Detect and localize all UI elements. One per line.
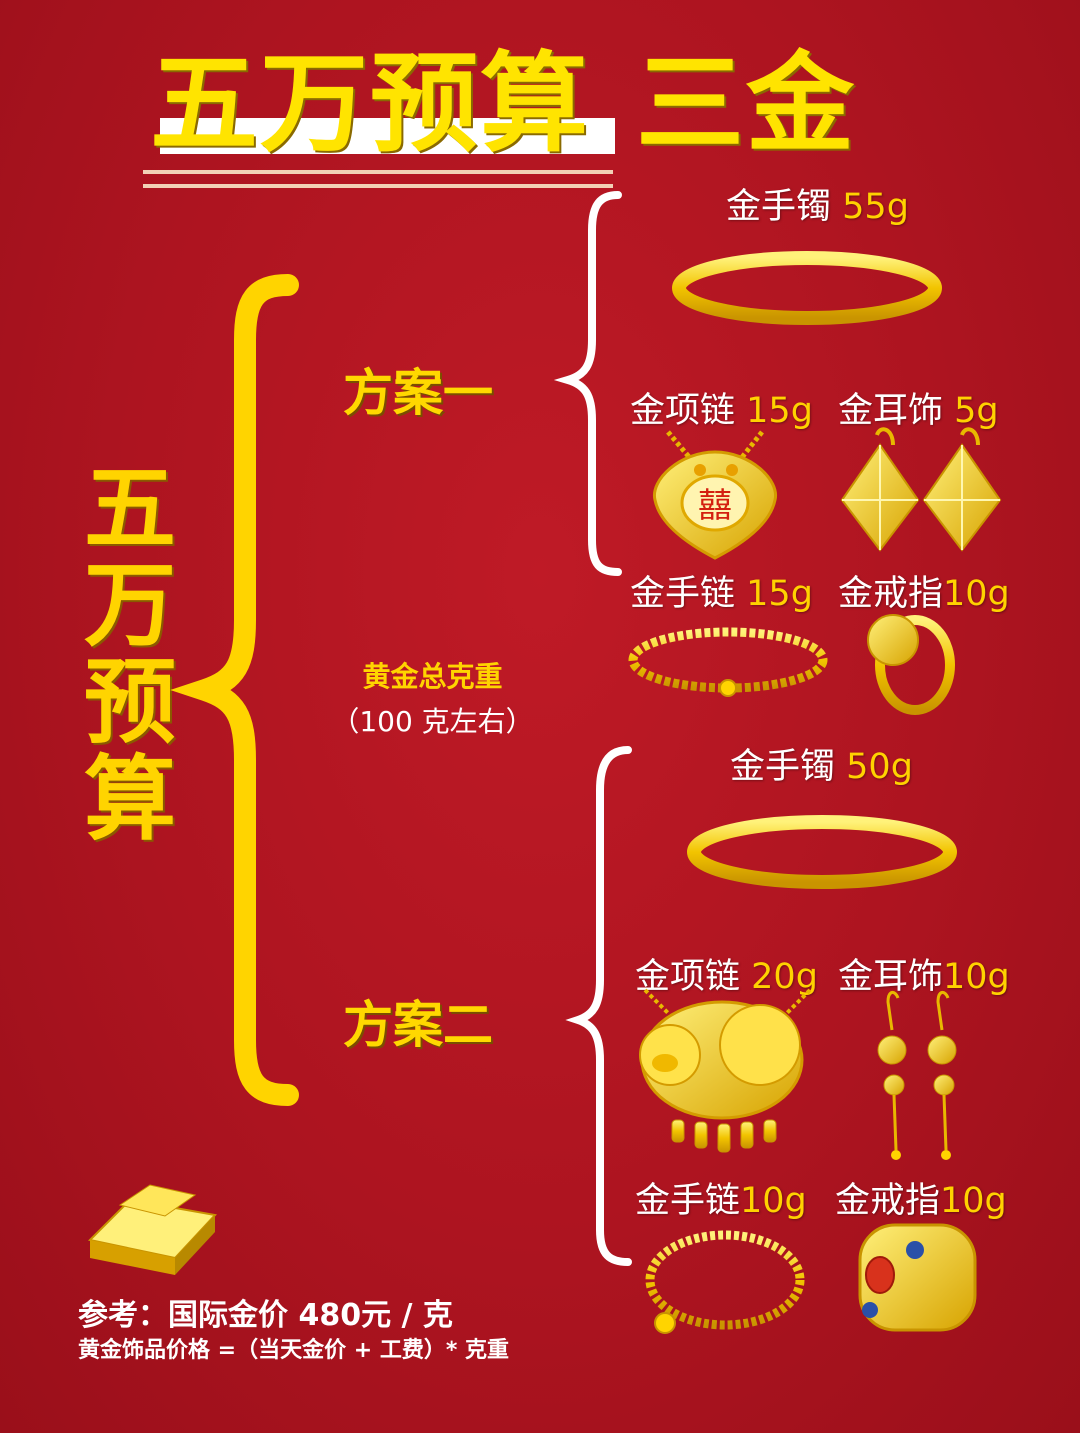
gold-bars-icon	[87, 1184, 217, 1275]
title-underline-2	[143, 184, 613, 188]
brace-plan1	[553, 191, 622, 576]
plan2-earring-label: 金耳饰10g	[838, 957, 1010, 997]
bracelet-icon-plan1	[628, 627, 828, 697]
title-highlight	[160, 118, 615, 154]
plan2-bracelet-label: 金手链10g	[635, 1181, 807, 1221]
earring-icon-plan1	[840, 427, 1002, 552]
title-part1: 五万预算	[150, 42, 591, 167]
pig-pendant-icon-plan2	[639, 988, 812, 1153]
plan1-necklace-label: 金项链 15g	[630, 391, 813, 431]
flower-earring-icon-plan2	[877, 991, 957, 1160]
plan2-name: 方案二	[343, 996, 493, 1054]
brace-plan2	[565, 746, 632, 1266]
plan1-bangle-label: 金手镯 55g	[726, 187, 909, 227]
plan1-name: 方案一	[343, 364, 493, 422]
title-underline	[143, 170, 613, 174]
pendant-icon-plan1: 囍	[653, 430, 777, 560]
gem-ring-icon-plan2	[858, 1223, 977, 1332]
price-formula: 黄金饰品价格 =（当天金价 + 工费）* 克重	[78, 1338, 510, 1363]
total-weight-value: （100 克左右）	[331, 705, 534, 738]
page-title: 五万预算三金	[150, 40, 940, 170]
bangle-icon-plan2	[687, 815, 957, 889]
bangle-icon-plan1	[672, 251, 942, 325]
ring-icon-plan1	[867, 614, 955, 715]
plan2-bangle-label: 金手镯 50g	[730, 747, 913, 787]
big-brace	[170, 274, 299, 1106]
plan1-earring-label: 金耳饰 5g	[838, 391, 999, 431]
gold-price-reference: 参考：国际金价 480元 / 克	[78, 1298, 453, 1333]
total-weight-label: 黄金总克重	[362, 660, 503, 693]
plan1-bracelet-label: 金手链 15g	[630, 574, 813, 614]
plan2-ring-label: 金戒指10g	[835, 1181, 1007, 1221]
plan1-ring-label: 金戒指10g	[838, 574, 1010, 614]
side-title: 五 万 预 算	[83, 455, 176, 853]
bracelet-icon-plan2	[645, 1230, 805, 1334]
title-part2: 三金	[636, 42, 857, 167]
svg-text:囍: 囍	[698, 486, 732, 526]
plan2-necklace-label: 金项链 20g	[635, 957, 818, 997]
